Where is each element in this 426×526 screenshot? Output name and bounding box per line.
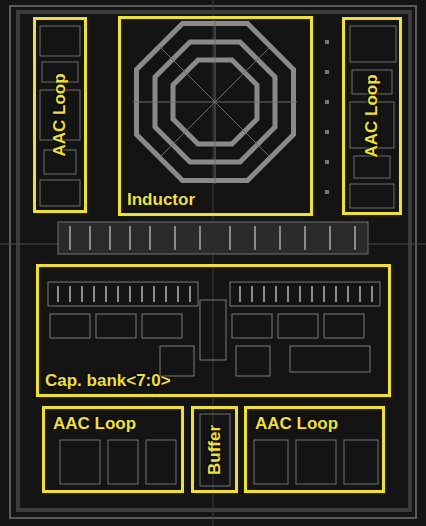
block-label: AAC Loop <box>51 73 70 156</box>
block-outline: AAC Loop <box>33 17 87 213</box>
block-label: AAC Loop <box>255 415 338 434</box>
block-outline: Buffer <box>191 406 238 493</box>
block-label: Inductor <box>127 191 195 210</box>
block-label: AAC Loop <box>53 415 136 434</box>
block-label: AAC Loop <box>363 74 382 157</box>
block-label: Buffer <box>205 424 224 474</box>
block-outline: AAC Loop <box>342 17 402 215</box>
block-outline: AAC Loop <box>42 406 184 493</box>
block-outline: Inductor <box>118 16 313 216</box>
block-outline: Cap. bank<7:0> <box>36 264 391 397</box>
block-outline: AAC Loop <box>244 406 385 493</box>
block-label: Cap. bank<7:0> <box>45 372 171 391</box>
